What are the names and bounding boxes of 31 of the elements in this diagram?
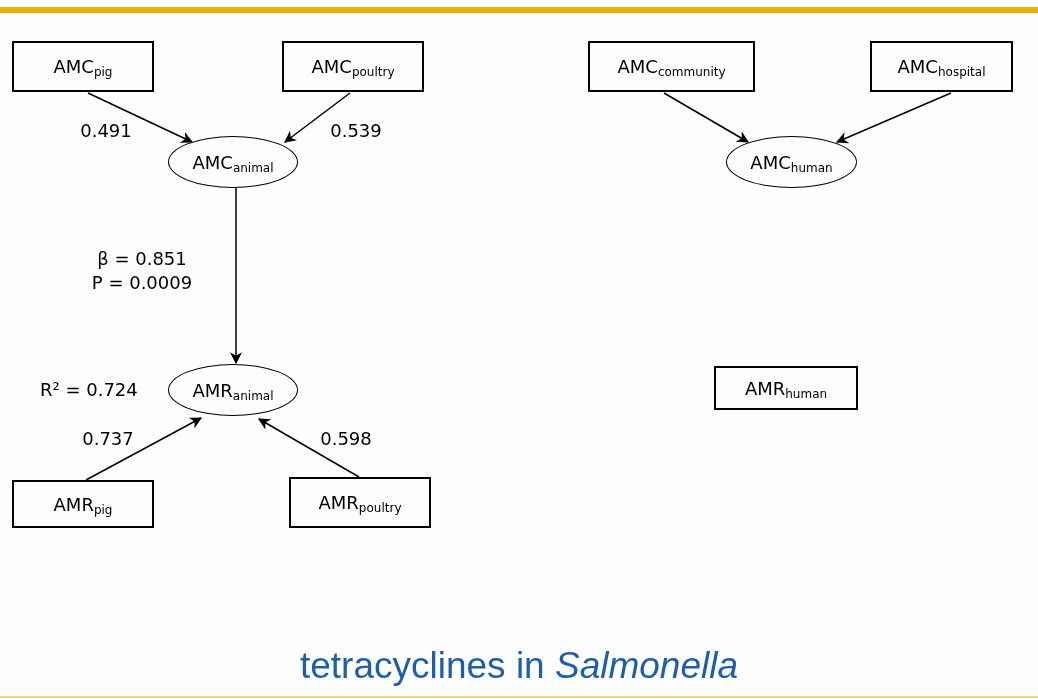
arrow [663, 92, 750, 143]
arrow [87, 92, 194, 143]
variable-box [714, 366, 858, 410]
arrow [85, 417, 203, 481]
node-label: AMC$_{poultry}$ [311, 55, 395, 80]
arrow [257, 418, 360, 478]
edge-label: 0.491 [79, 119, 133, 143]
arrow [835, 92, 952, 144]
node-label: AMR$_{animal}$ [192, 378, 274, 404]
variable-box [870, 41, 1013, 92]
node-label: AMR$_{poultry}$ [318, 491, 402, 516]
edge-label: β = 0.851 P = 0.0009 [90, 247, 194, 295]
node-label: AMC$_{pig}$ [53, 55, 113, 80]
arrow [284, 92, 351, 143]
variable-box [588, 41, 755, 92]
variable-box [12, 480, 154, 528]
node-label: AMC$_{community}$ [617, 55, 726, 80]
node-label: AMR$_{pig}$ [53, 492, 113, 518]
variable-box [289, 477, 431, 528]
arrow [230, 187, 242, 365]
edge-label: 0.539 [329, 119, 383, 143]
title: tetracyclines in Salmonella [298, 644, 740, 688]
node-label: AMR$_{human}$ [744, 376, 828, 402]
variable-box [12, 41, 154, 92]
node-label: AMC$_{human}$ [750, 150, 833, 176]
edge-label: 0.737 [81, 427, 135, 451]
r-squared-label: R² = 0.724 [40, 378, 138, 402]
node-label: AMC$_{hospital}$ [897, 55, 986, 80]
variable-box [282, 41, 424, 92]
edge-label: 0.598 [319, 427, 373, 451]
node-label: AMC$_{animal}$ [192, 150, 274, 176]
